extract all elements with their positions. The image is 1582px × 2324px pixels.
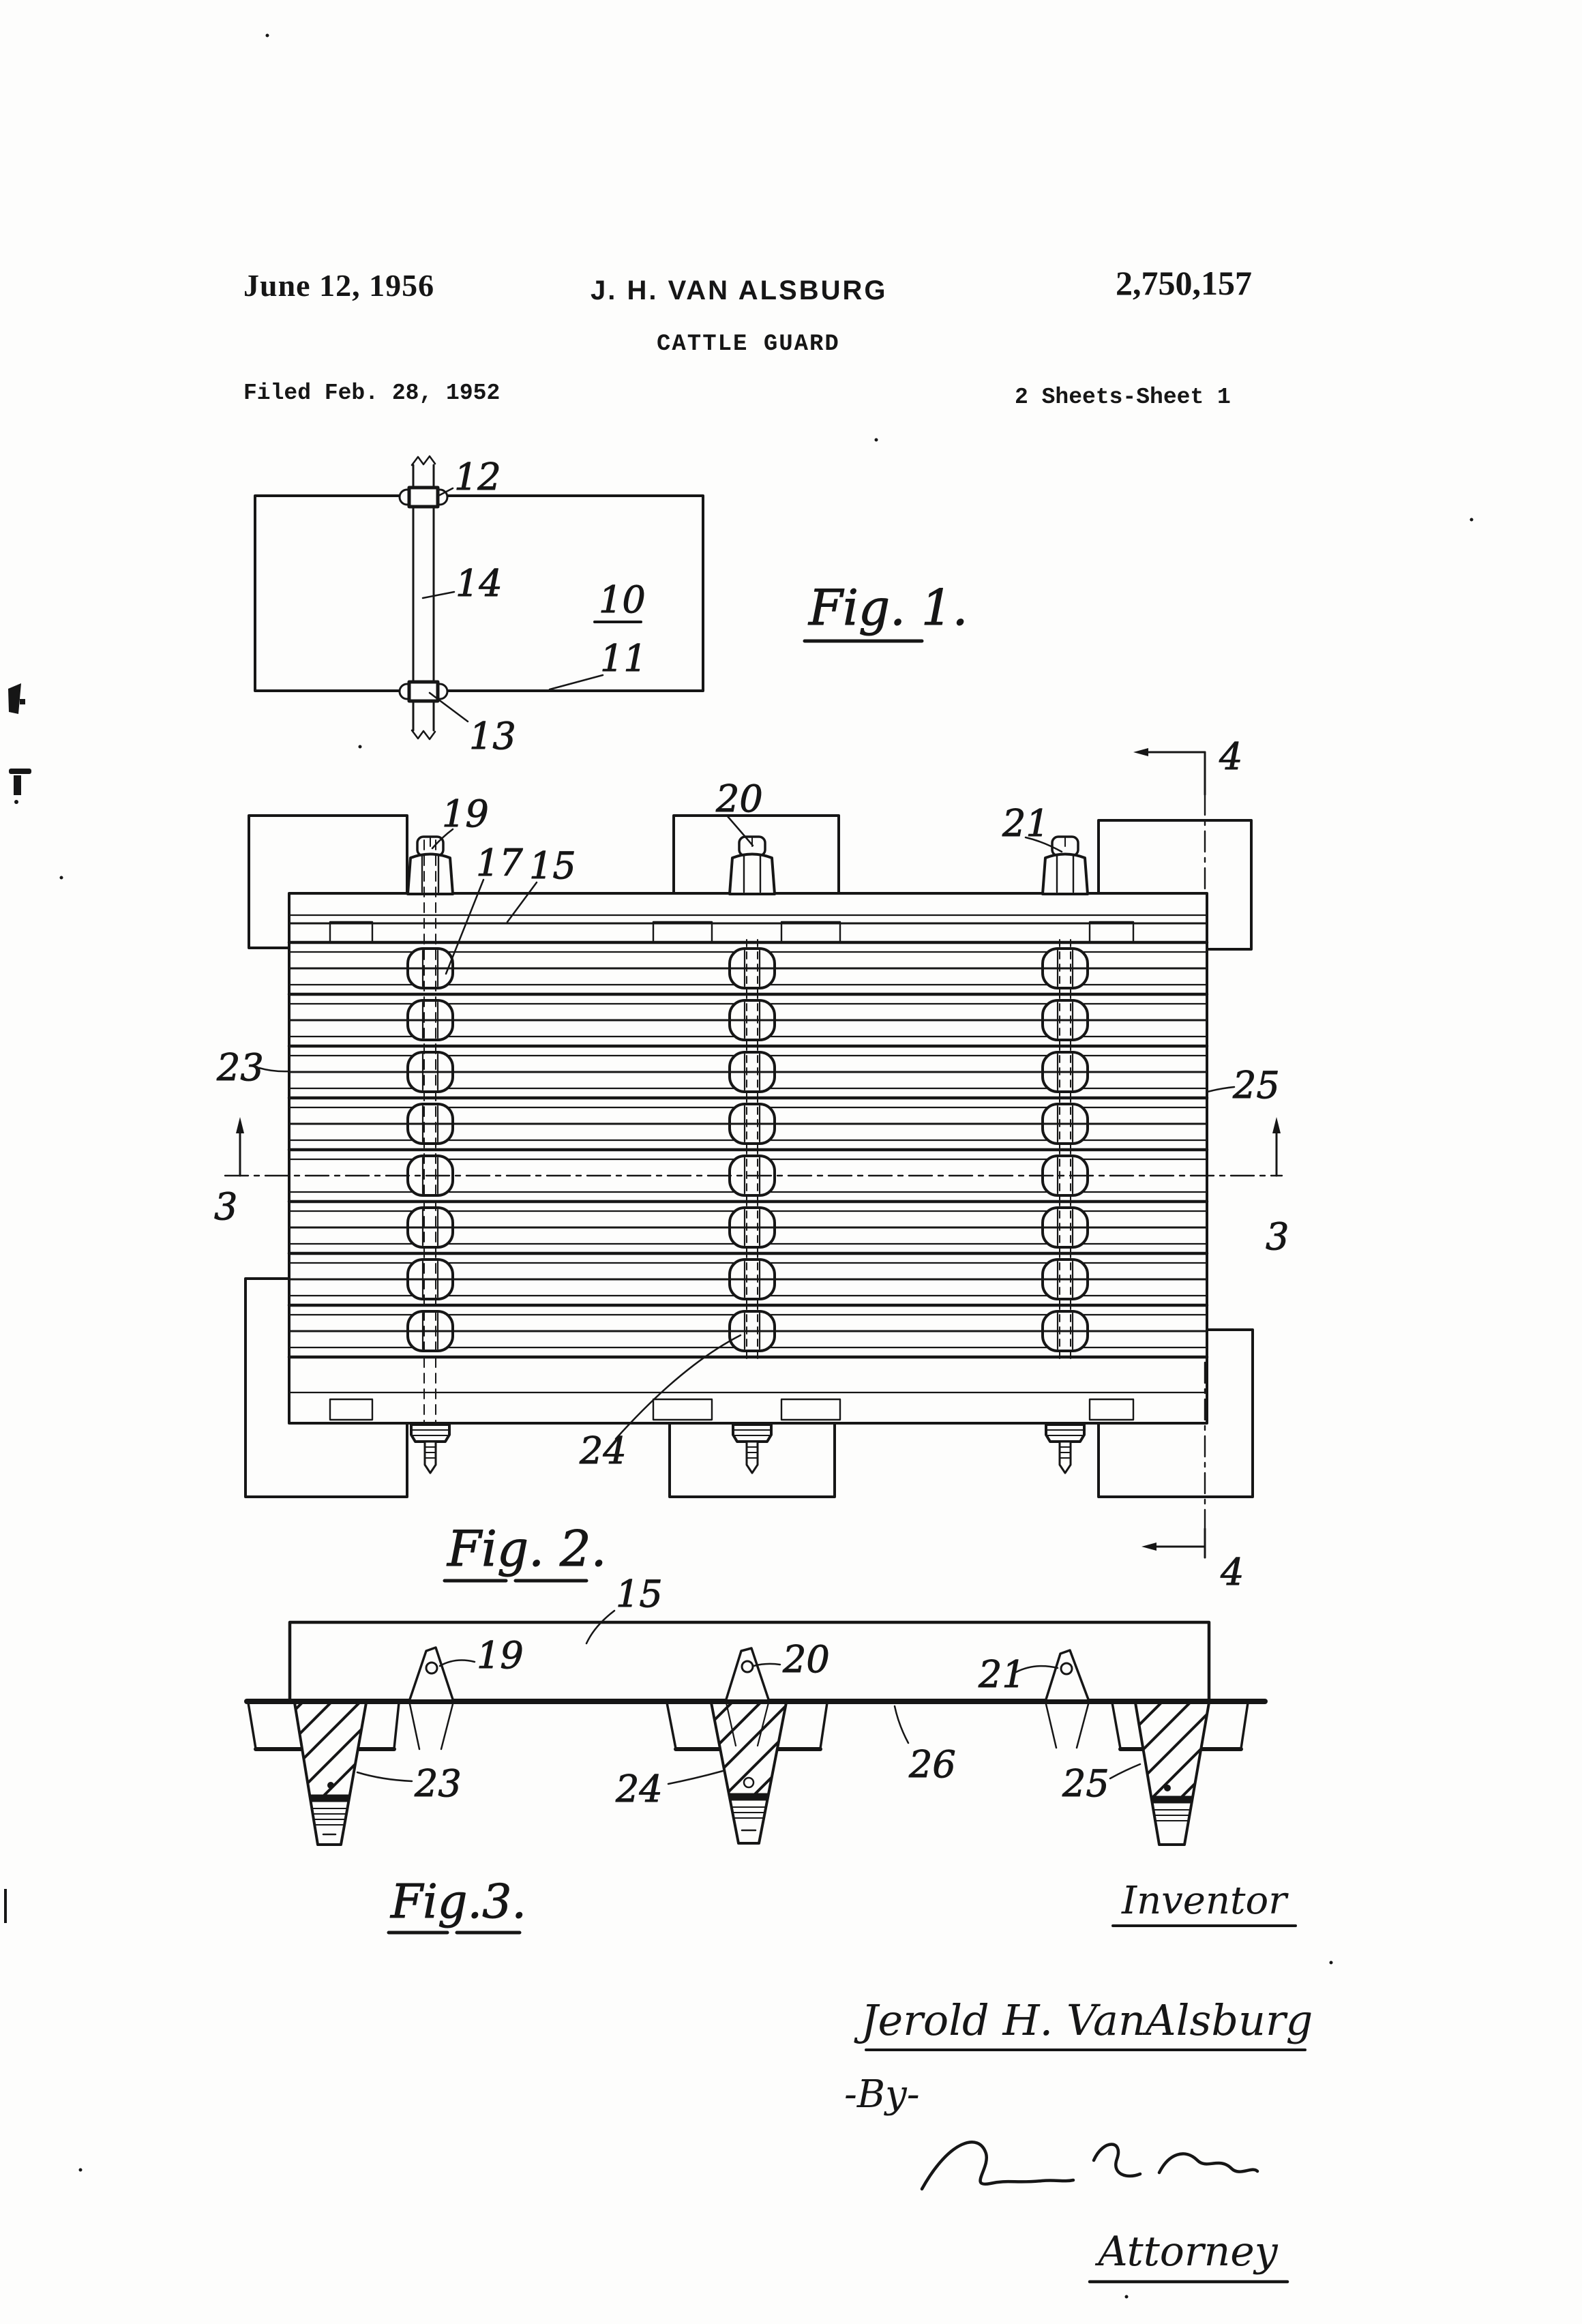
- inventor-name-header: J. H. VAN ALSBURG: [591, 275, 888, 306]
- fig1-clamp-top: [398, 486, 449, 509]
- fig3-ref-19: 19: [477, 1634, 524, 1677]
- bolt-bottom: [1045, 1423, 1086, 1474]
- fig2-section-label-3-right: 3: [1266, 1215, 1289, 1258]
- fig2-section-3-3: 3 3: [214, 1117, 1289, 1259]
- fig2-ref-20: 20: [715, 777, 763, 820]
- fig2-cross-rods: [288, 939, 1208, 1360]
- fig1-ref-11: 11: [600, 637, 647, 680]
- inventor-heading: Inventor: [1121, 1879, 1289, 1923]
- fig2-leader-19: [431, 828, 454, 850]
- bolt-top: [1041, 835, 1089, 895]
- section-arrow-left: [236, 1117, 244, 1133]
- bolt-head: [406, 852, 454, 895]
- fig3-ref-21: 21: [978, 1653, 1026, 1696]
- bolt-bottom-head: [732, 1423, 773, 1443]
- fig3-leader-23: [356, 1771, 413, 1783]
- fig2-leader-20: [726, 814, 754, 847]
- attorney-label: Attorney: [1094, 2228, 1278, 2276]
- fig2-ref-17: 17: [476, 841, 523, 884]
- fig2-ref-25: 25: [1232, 1064, 1280, 1107]
- fig2-ref-19: 19: [442, 792, 489, 835]
- fig1-group: 12 14 13 10 11 Fig. 1.: [254, 455, 968, 758]
- fig1-ref-10: 10: [599, 578, 646, 621]
- bolt-bottom-head: [1045, 1423, 1086, 1443]
- section-arrow-top: [1133, 748, 1148, 756]
- fig2-ref-23: 23: [216, 1046, 264, 1089]
- scan-artifacts: [4, 33, 1474, 2299]
- bolt-bottom: [732, 1423, 773, 1474]
- fig3-post-24: [710, 1701, 788, 1845]
- fig3-leader-15: [585, 1609, 616, 1645]
- patent-title: CATTLE GUARD: [657, 331, 840, 357]
- fig1-ref-14: 14: [456, 562, 503, 605]
- fig1-leader-12: [436, 487, 454, 498]
- fig3-ref-15: 15: [616, 1573, 663, 1615]
- fig3-post-25: [1134, 1701, 1210, 1846]
- fig3-leader-24: [667, 1770, 724, 1785]
- rod-break-top: [411, 455, 436, 466]
- attorney-signature-scribble: [920, 2141, 1259, 2191]
- fig3-leader-19: [438, 1659, 476, 1667]
- bolt-top: [728, 835, 776, 895]
- bolt-top: [406, 835, 454, 895]
- fig3-leader-21: [1015, 1665, 1059, 1673]
- fig1-leader-14: [421, 591, 456, 599]
- fig2-ref-15: 15: [529, 844, 576, 887]
- fig1-ref-12: 12: [454, 456, 501, 498]
- bolt-bottom: [410, 1423, 451, 1474]
- fig2-ref-21: 21: [1002, 802, 1049, 845]
- fig3-leaders: [356, 1609, 1141, 1785]
- fig1-ref-13: 13: [469, 715, 516, 758]
- by-label: -By-: [844, 2072, 920, 2117]
- fig3-ref-20: 20: [782, 1638, 830, 1681]
- section-arrow-bottom: [1141, 1543, 1156, 1551]
- bolt-bottom-head: [410, 1423, 451, 1443]
- fig3-leader-26: [893, 1705, 910, 1744]
- fig3-ref-26: 26: [908, 1743, 956, 1786]
- fig2-group: 3 3 4 4: [214, 735, 1289, 1594]
- bolt-head: [1041, 852, 1089, 895]
- fig3-ref-24: 24: [615, 1768, 663, 1811]
- patent-date: June 12, 1956: [243, 268, 435, 303]
- fig1-clamp-bottom: [398, 680, 449, 703]
- fig1-plate: [254, 494, 704, 692]
- fig1-leader-11: [548, 674, 604, 691]
- fig2-leader-15: [506, 881, 538, 923]
- filing-date: Filed Feb. 28, 1952: [243, 381, 501, 406]
- fig2-hidden-bolt-dashes: [423, 839, 436, 1422]
- fig3-pin-tapers: [408, 1703, 1090, 1751]
- fig3-group: 15 19 20 21 23 24 25 26 Fig.3.: [244, 1573, 1268, 1935]
- fig2-leader-25: [1206, 1086, 1236, 1093]
- fig2-leaders: [258, 814, 1236, 1440]
- fig3-leader-20: [752, 1663, 781, 1667]
- fig2-leader-17: [445, 878, 485, 975]
- inventor-signature-name: Jerold H. VanAlsburg: [854, 1995, 1313, 2045]
- fig2-section-label-3-left: 3: [214, 1185, 237, 1228]
- fig2-leader-21: [1024, 836, 1063, 853]
- fig2-bolts: [406, 835, 1089, 1474]
- fig2-leader-24: [614, 1334, 742, 1440]
- patent-number: 2,750,157: [1116, 264, 1252, 302]
- bolt-head: [728, 852, 776, 895]
- fig2-section-label-4-top: 4: [1219, 735, 1242, 778]
- signature-block: Inventor Jerold H. VanAlsburg -By- Attor…: [844, 1879, 1313, 2284]
- fig3-leader-25: [1109, 1763, 1141, 1780]
- fig2-section-4-4: 4 4: [1133, 735, 1244, 1594]
- fig2-caption: Fig. 2.: [446, 1520, 607, 1577]
- fig2-ref-24: 24: [579, 1429, 627, 1472]
- fig3-ref-25: 25: [1062, 1762, 1109, 1805]
- fig3-caption: Fig.3.: [389, 1875, 526, 1929]
- fig2-section-label-4-bottom: 4: [1220, 1551, 1244, 1594]
- fig1-caption: Fig. 1.: [807, 579, 968, 636]
- fig1-leader-13: [428, 691, 469, 723]
- spike-20: [725, 1647, 770, 1701]
- sheet-info: 2 Sheets-Sheet 1: [1015, 385, 1231, 410]
- fig3-spikes: [408, 1646, 1090, 1701]
- fig3-ref-23: 23: [414, 1762, 462, 1805]
- fig2-leader-23: [258, 1067, 291, 1073]
- section-arrow-right: [1272, 1117, 1281, 1133]
- rod-break-bottom: [411, 729, 436, 741]
- fig2-notches: [329, 921, 1135, 1421]
